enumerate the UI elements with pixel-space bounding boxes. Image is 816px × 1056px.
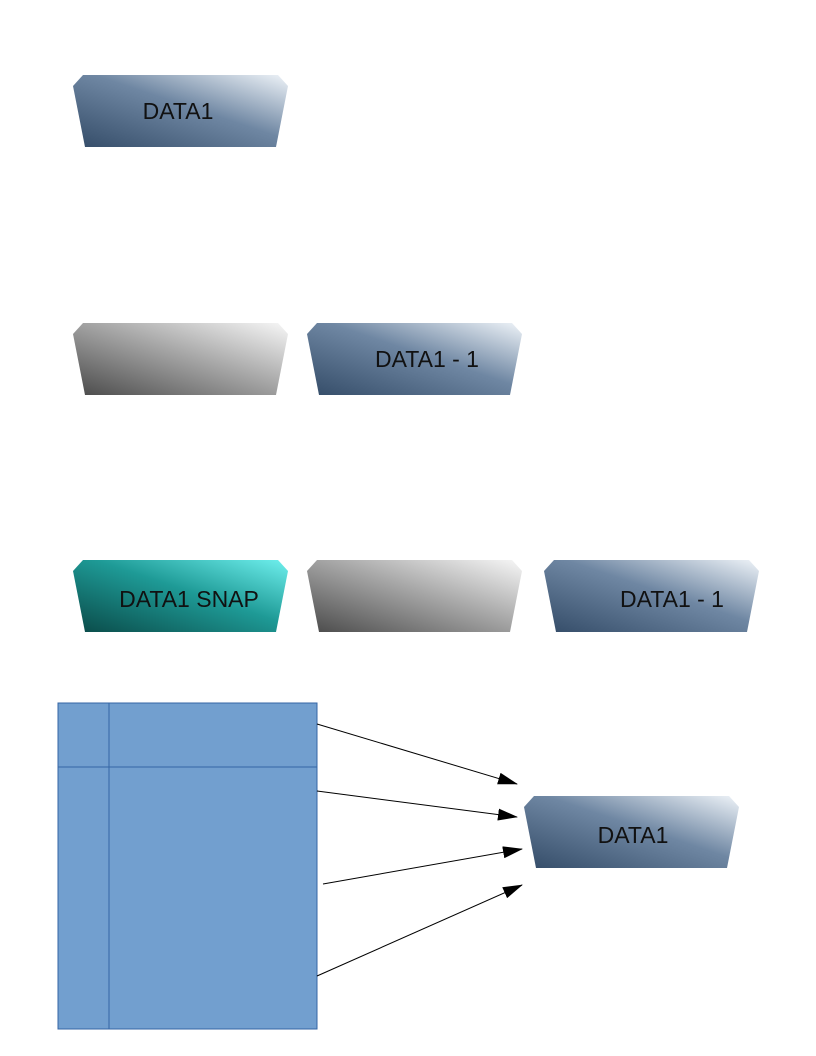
empty-block <box>307 560 522 632</box>
data-block-shape <box>73 75 288 147</box>
snapshot-block: DATA1 SNAP <box>73 560 288 632</box>
row-1: DATA1 <box>73 75 288 147</box>
table-body <box>57 702 318 1030</box>
empty-block <box>73 323 288 395</box>
data-block-label: DATA1 <box>143 98 214 124</box>
row-3: DATA1 SNAP DATA1 - 1 <box>73 560 759 632</box>
target-data-block: DATA1 <box>524 796 739 868</box>
mapping-arrows <box>316 723 523 977</box>
empty-block-shape <box>73 323 288 395</box>
data-block-shape <box>544 560 759 632</box>
data-block-label: DATA1 - 1 <box>620 586 724 612</box>
target-data-block-shape <box>524 796 739 868</box>
arrow <box>316 790 518 821</box>
arrow <box>316 884 523 977</box>
data-block: DATA1 - 1 <box>307 323 522 395</box>
mapping-table <box>57 702 318 1030</box>
arrow <box>322 846 523 885</box>
arrow <box>316 723 518 785</box>
data-block: DATA1 <box>73 75 288 147</box>
snapshot-block-label: DATA1 SNAP <box>119 586 259 612</box>
empty-block-shape <box>307 560 522 632</box>
target-data-block-label: DATA1 <box>598 822 669 848</box>
data-block: DATA1 - 1 <box>544 560 759 632</box>
data-block-shape <box>307 323 522 395</box>
row-2: DATA1 - 1 <box>73 323 522 395</box>
snapshot-block-shape <box>73 560 288 632</box>
data-block-label: DATA1 - 1 <box>375 346 479 372</box>
